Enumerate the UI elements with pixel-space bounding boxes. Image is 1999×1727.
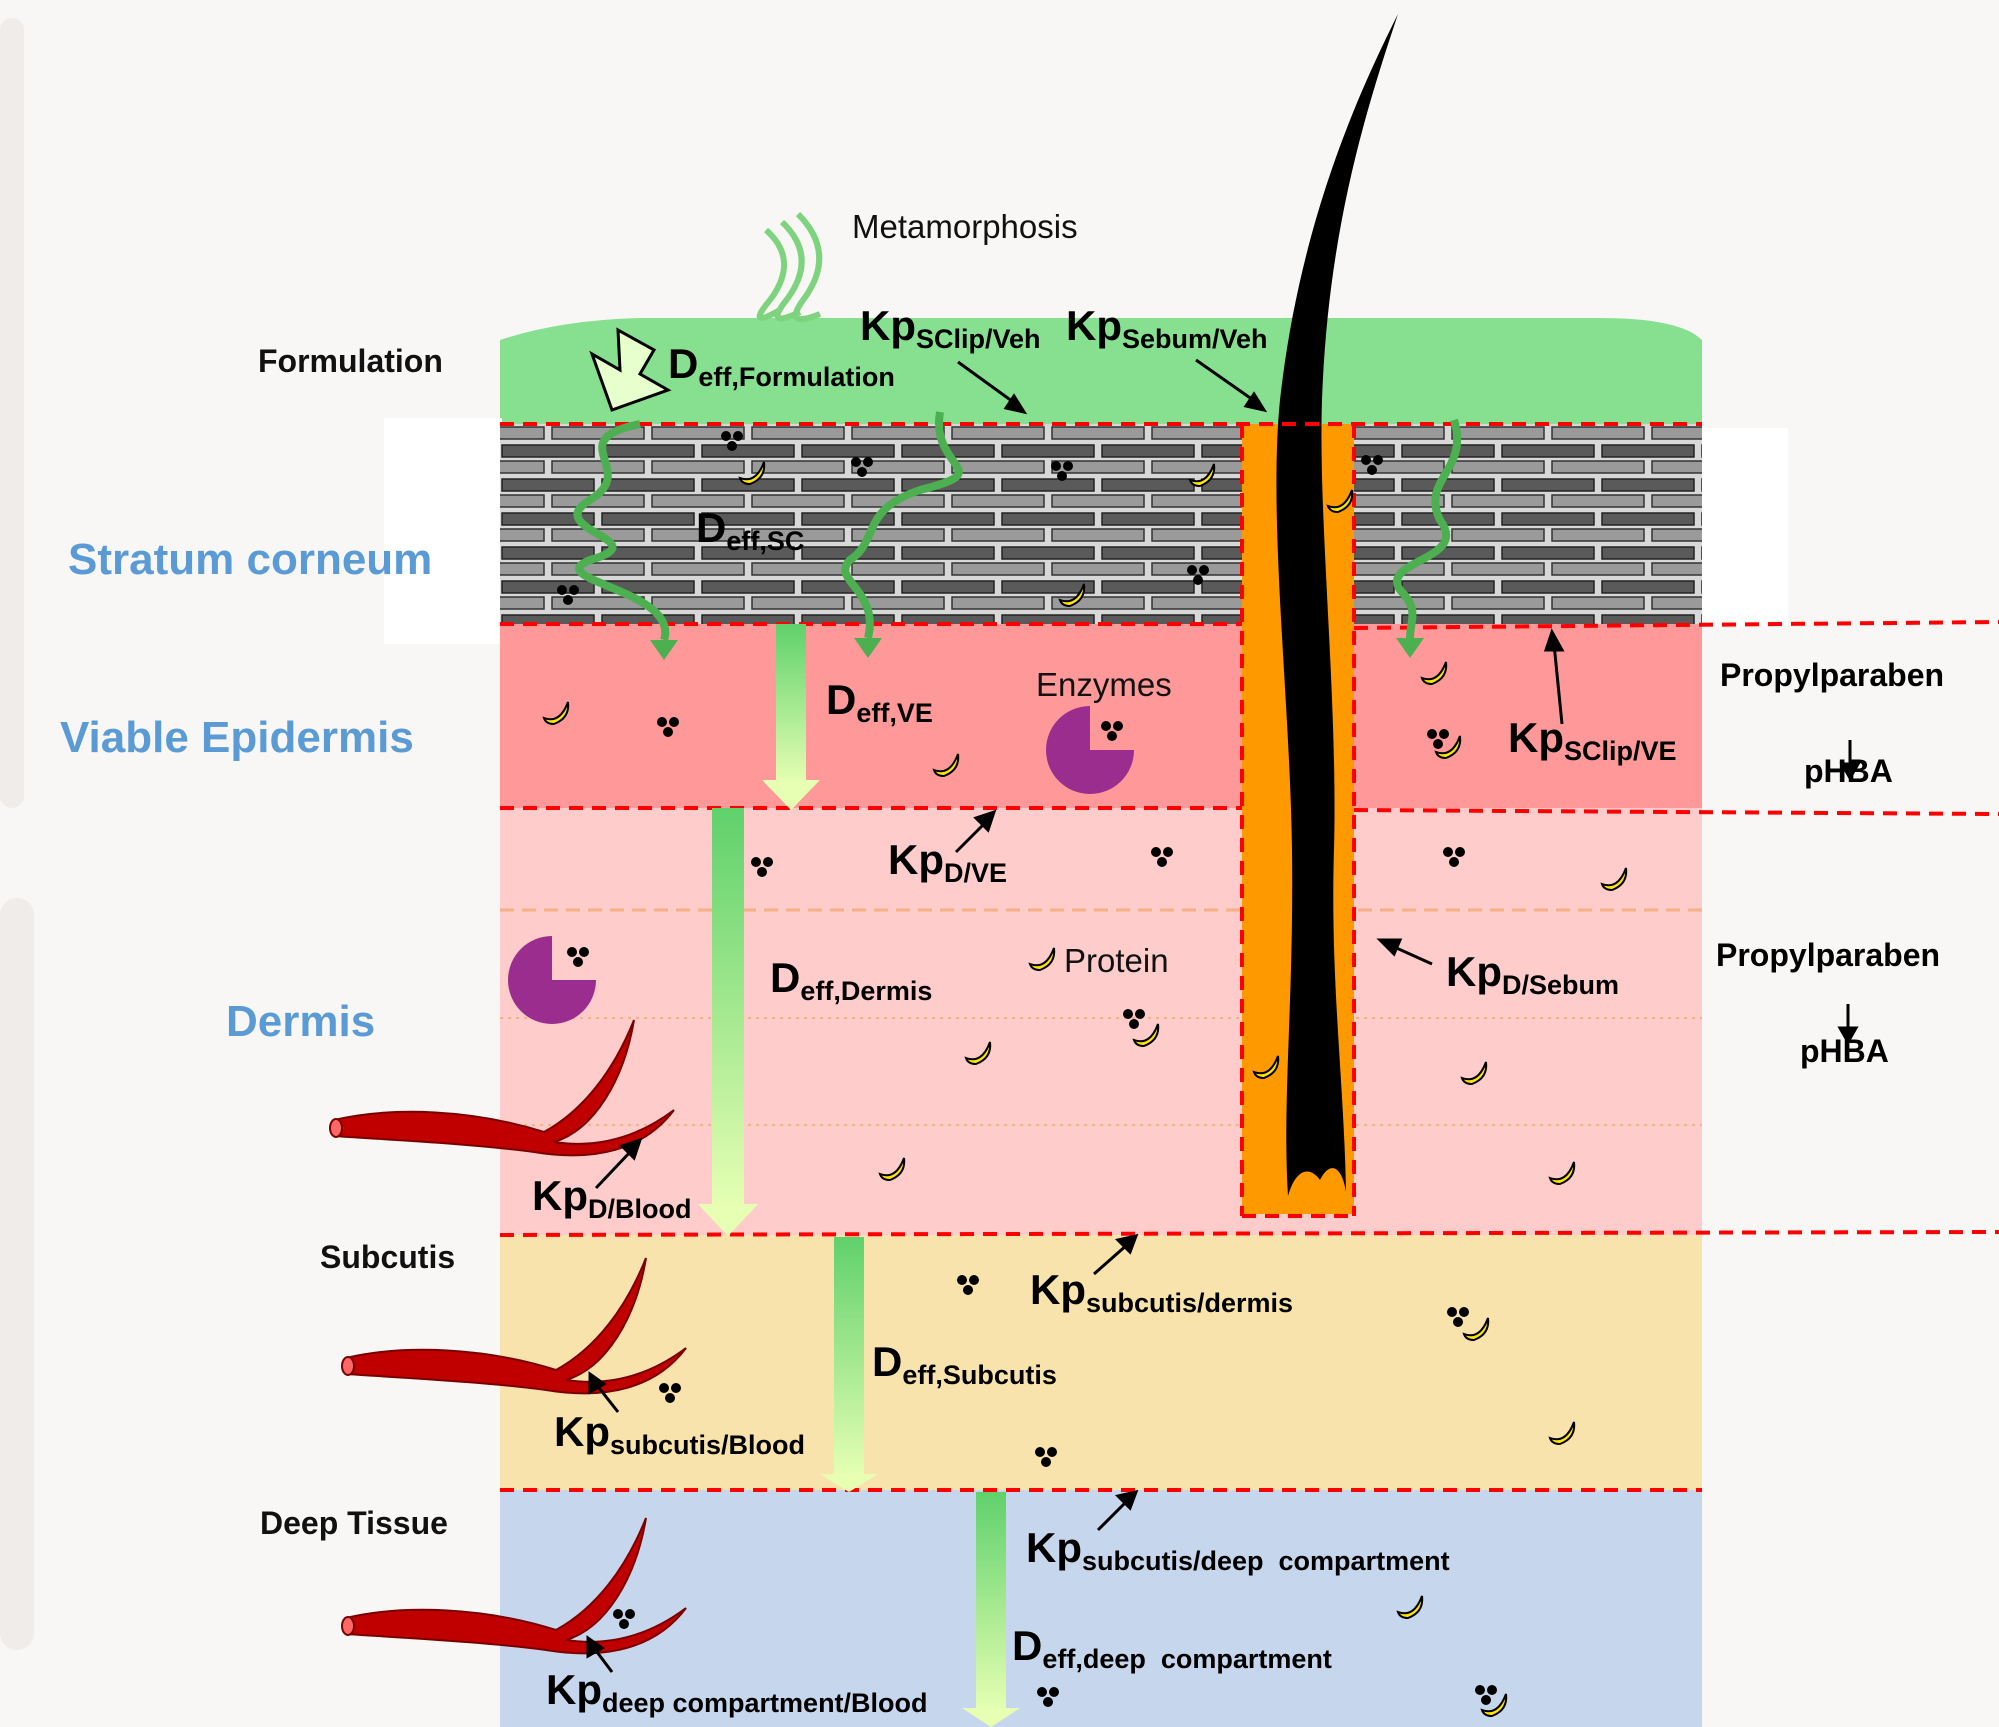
label-subcutis: Subcutis — [320, 1239, 455, 1275]
metabolism-parent-2: Propylparaben — [1716, 937, 1940, 973]
sc-white-band-left — [384, 418, 502, 644]
label-dermis: Dermis — [226, 997, 375, 1046]
dermis-layer — [500, 808, 1702, 1235]
wave-icon — [760, 214, 820, 319]
param-kp-sebum-veh: KpSebum/Veh — [1066, 302, 1268, 354]
label-metamorphosis: Metamorphosis — [852, 208, 1078, 245]
label-protein: Protein — [1064, 942, 1169, 979]
metabolism-product-1: pHBA — [1804, 753, 1893, 789]
label-stratum-corneum: Stratum corneum — [68, 535, 432, 584]
stratum-corneum-layer — [500, 424, 1702, 624]
label-enzymes: Enzymes — [1036, 666, 1172, 703]
sc-white-band-right — [1700, 428, 1788, 626]
label-viable-epidermis: Viable Epidermis — [60, 713, 414, 762]
param-kp-sclip-veh: KpSClip/Veh — [860, 302, 1041, 354]
label-deep-tissue: Deep Tissue — [260, 1505, 448, 1541]
label-formulation: Formulation — [258, 343, 443, 379]
metabolism-parent-1: Propylparaben — [1720, 657, 1944, 693]
metabolism-product-2: pHBA — [1800, 1033, 1889, 1069]
